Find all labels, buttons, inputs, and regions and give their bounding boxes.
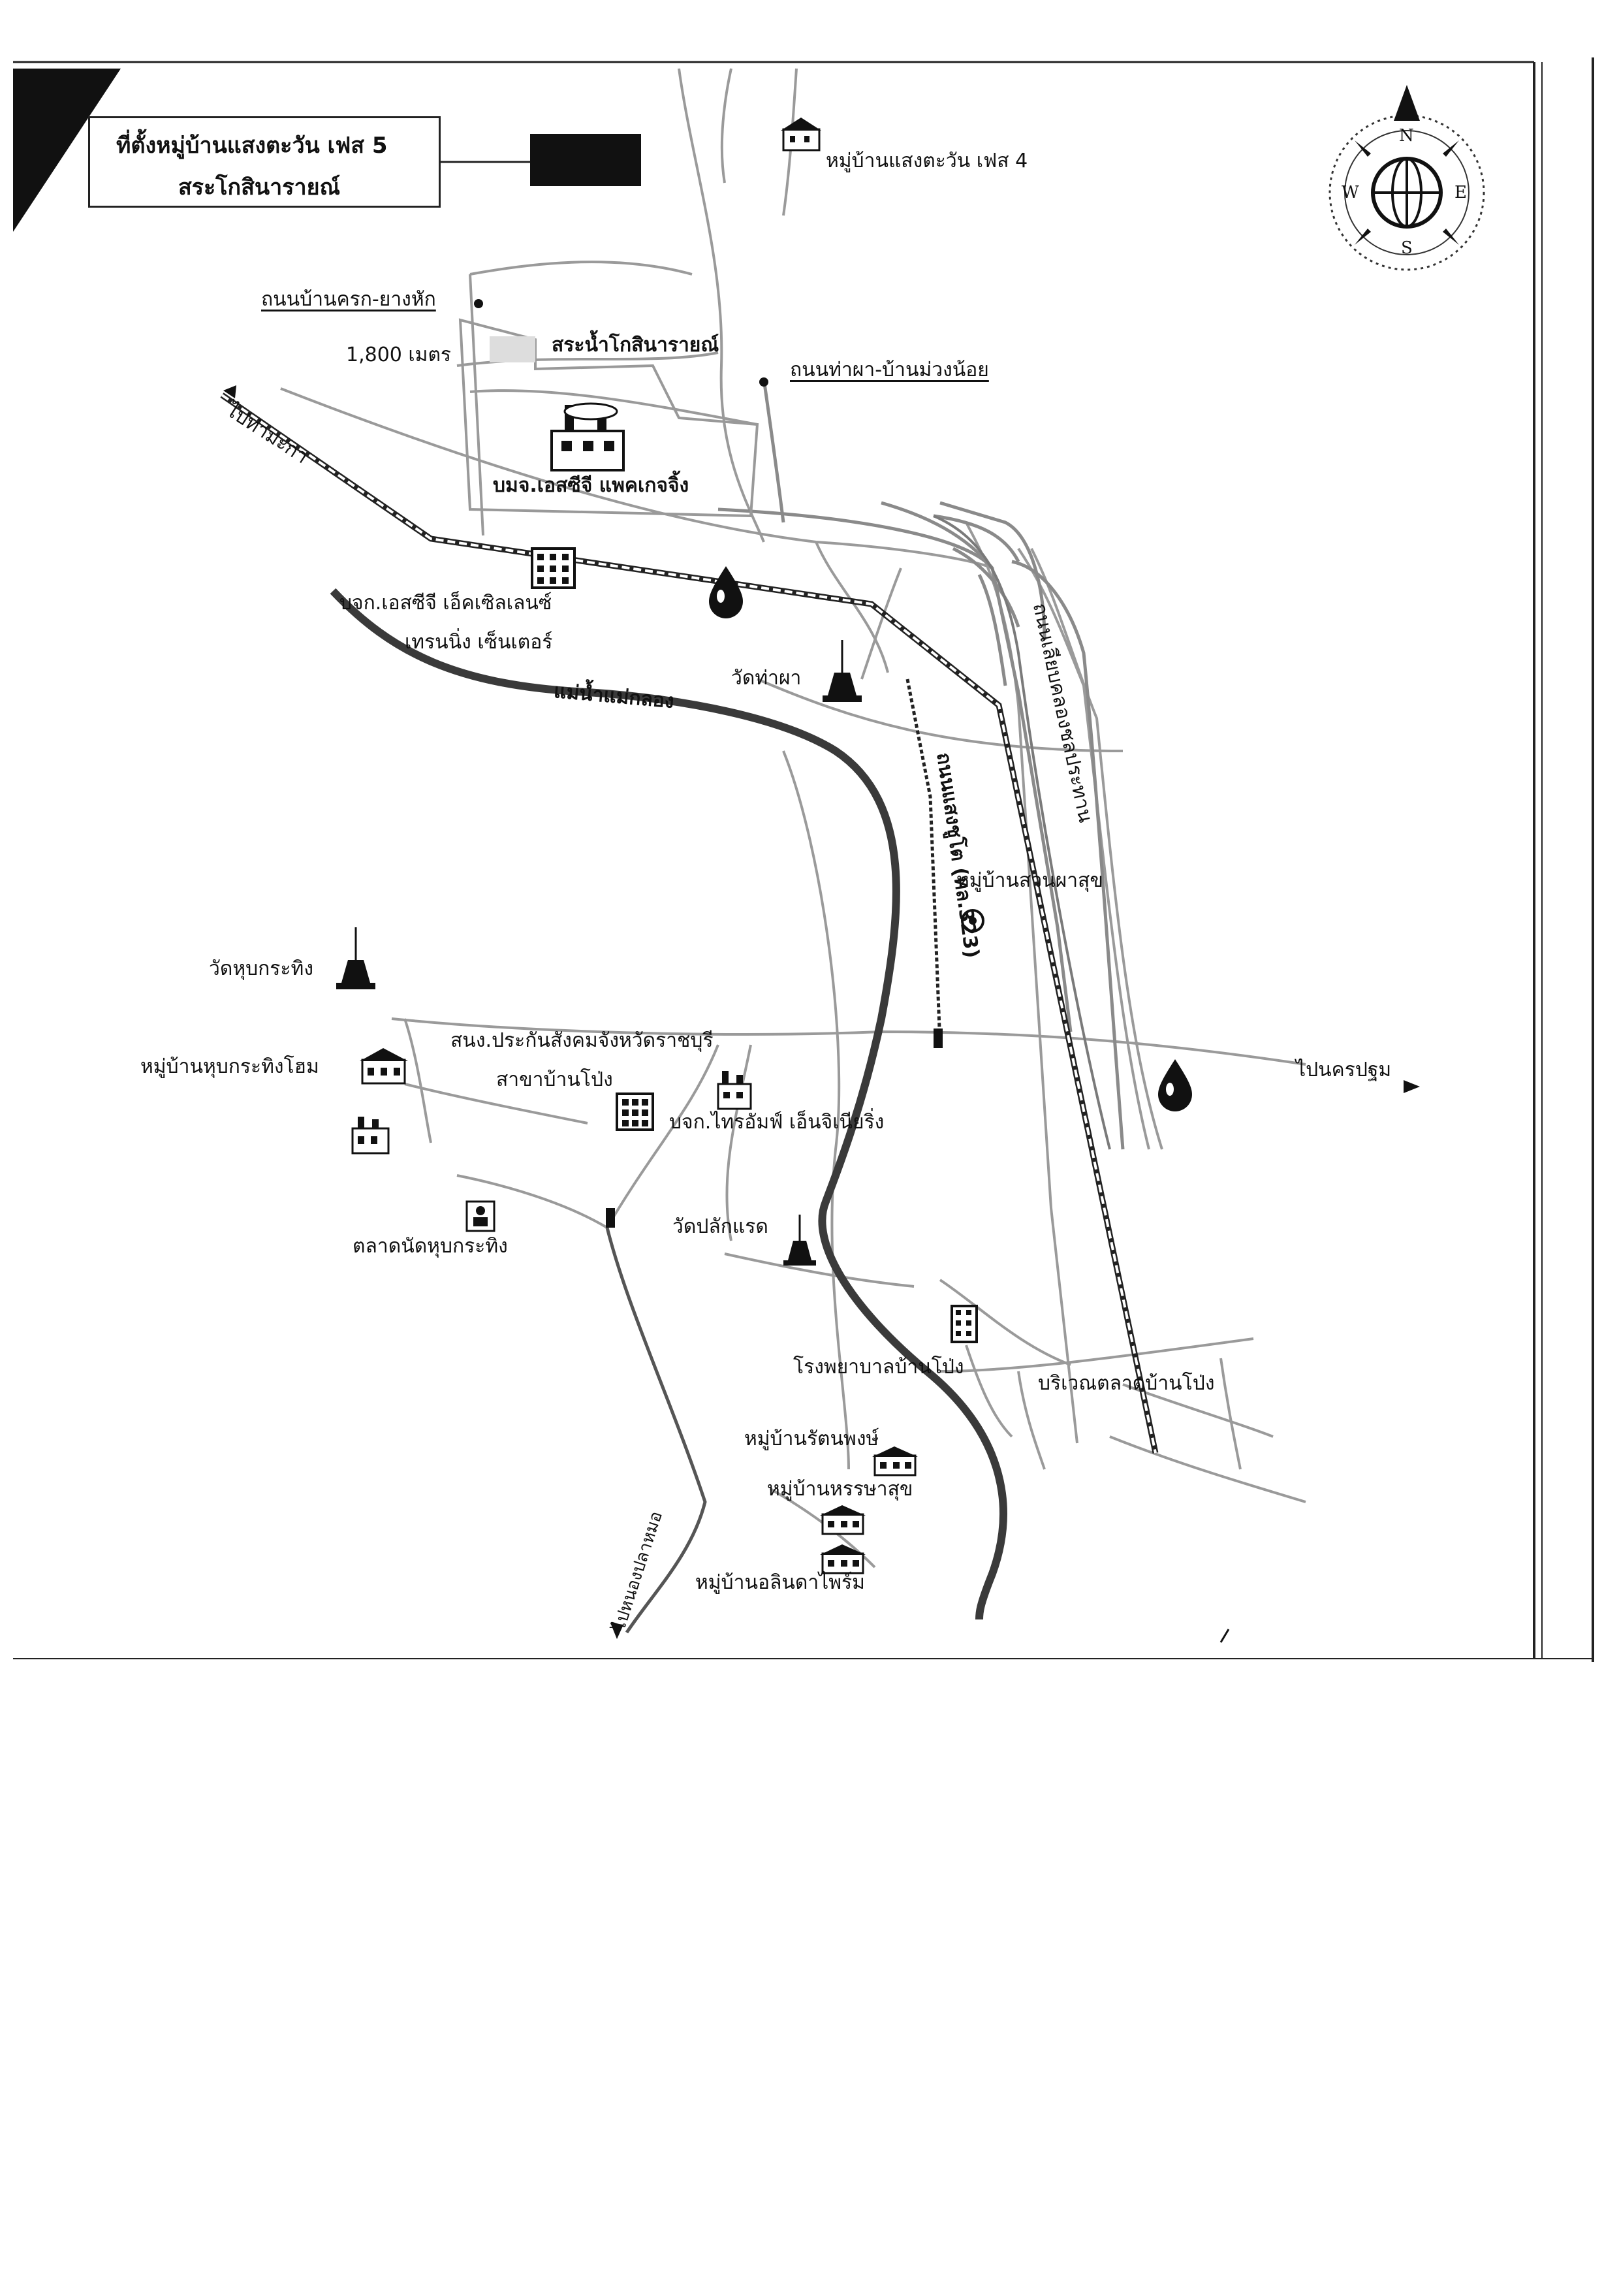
- scan-corner-shadow: [13, 69, 121, 232]
- main-roads: [717, 501, 1125, 1150]
- village-hupkrathing-home-icon: [360, 1048, 408, 1085]
- label-scg-excellence-1: บจก.เอสซีจี เอ็คเซิลเลนซ์: [339, 592, 552, 614]
- training-center-icon: [531, 547, 576, 589]
- label-market-area-banpong: บริเวณตลาดบ้านโป่ง: [1038, 1372, 1215, 1395]
- railway: [220, 392, 1159, 1454]
- label-village-harasuk: หมู่บ้านหรรษาสุข: [767, 1478, 913, 1501]
- label-market-hupkrathing: ตลาดนัดหุบกระทิง: [353, 1235, 508, 1258]
- label-village-hupkrathing-home: หมู่บ้านหุบกระทิงโฮม: [140, 1055, 319, 1078]
- label-village-alinda: หมู่บ้านอลินดาไพร์ม: [695, 1571, 865, 1594]
- gas-station-icon: [709, 566, 743, 618]
- hospital-icon: [951, 1305, 978, 1343]
- label-scg-packaging: บมจ.เอสซีจี แพคเกจจิ้ง: [493, 474, 689, 497]
- label-wat-thapha: วัดท่าผา: [731, 667, 802, 690]
- road-marker: [606, 1208, 615, 1228]
- market-icon: [465, 1200, 495, 1232]
- factory-scg-packaging-icon: [550, 402, 625, 471]
- temple-wat-thapha-icon: [823, 640, 862, 702]
- site-title-line2: สระโกสินารายณ์: [178, 174, 341, 200]
- label-scg-excellence-2: เทรนนิ่ง เซ็นเตอร์: [405, 631, 553, 654]
- label-kosinarai-pond: สระน้ำโกสินารายณ์: [552, 334, 719, 357]
- compass-east-label: E: [1454, 183, 1467, 202]
- gas-station-icon: [1158, 1059, 1192, 1111]
- label-phase4: หมู่บ้านแสงตะวัน เฟส 4: [826, 150, 1028, 172]
- compass-north-label: N: [1399, 126, 1414, 146]
- arrow-to-nakhonpathom-icon: [1404, 1080, 1420, 1093]
- factory-icon: [351, 1117, 390, 1155]
- label-tri-engineering: บจก.ไทรอัมฟ์ เอ็นจิเนียริ่ง: [669, 1111, 885, 1134]
- label-wat-hupkrathing: วัดหุบกระทิง: [209, 957, 313, 980]
- scan-frame: [13, 57, 1594, 1662]
- compass-icon: [1328, 85, 1485, 271]
- site-title-box: ที่ตั้งหมู่บ้านแสงตะวัน เฟส 5 สระโกสินาร…: [88, 116, 441, 208]
- road-thapha-banmuang-line: [762, 378, 785, 523]
- label-hospital-banpong: โรงพยาบาลบ้านโป่ง: [793, 1356, 964, 1379]
- sangchuto-road: [905, 678, 942, 1045]
- road-marker: [934, 1028, 943, 1048]
- village-phase4-icon: [781, 118, 821, 151]
- village-suanphasuk-icon: [961, 909, 984, 933]
- temple-wat-plaksaet-icon: [783, 1215, 816, 1266]
- village-alinda-icon: [820, 1544, 866, 1574]
- phase5-site-block: [530, 134, 641, 186]
- compass-west-label: W: [1342, 183, 1359, 202]
- label-sso-1: สนง.ประกันสังคมจังหวัดราชบุรี: [450, 1029, 714, 1052]
- road-banpong-pakraet: [605, 1227, 707, 1634]
- pond-hatch: [490, 336, 535, 362]
- social-security-office-icon: [616, 1092, 654, 1131]
- temple-wat-hupkrathing-icon: [336, 927, 375, 989]
- compass-south-label: S: [1401, 238, 1413, 258]
- label-road-thapha-banmuang: ถนนท่าผา-บ้านม่วงน้อย: [790, 359, 989, 381]
- label-distance: 1,800 เมตร: [346, 343, 452, 366]
- arrow-to-nong-pla-mo-icon: [610, 1623, 623, 1639]
- irrigation-road: [933, 515, 1111, 1150]
- label-sso-2: สาขาบ้านโป่ง: [496, 1068, 613, 1091]
- arrow-to-thamaka-icon: [223, 385, 236, 398]
- mae-klong-river: [330, 588, 1007, 1620]
- label-village-suanphasuk: หมู่บ้านสวนผาสุข: [956, 869, 1103, 892]
- site-title-line1: ที่ตั้งหมู่บ้านแสงตะวัน เฟส 5: [116, 133, 388, 159]
- village-harasuk-icon: [820, 1505, 866, 1535]
- factory-triumph-icon: [717, 1071, 752, 1110]
- label-wat-plaksaet: วัดปลักแรด: [672, 1215, 768, 1238]
- label-road-banrak-yanghak: ถนนบ้านครก-ยางหัก: [261, 288, 436, 311]
- label-to-nakhonpathom: ไปนครปฐม: [1296, 1059, 1392, 1081]
- village-ratanaphong-icon: [872, 1446, 918, 1476]
- road-marker-dot: [759, 377, 768, 387]
- road-marker-dot: [474, 299, 483, 308]
- scan-mark: [1219, 1629, 1230, 1643]
- label-village-ratanaphong: หมู่บ้านรัตนพงษ์: [744, 1427, 879, 1450]
